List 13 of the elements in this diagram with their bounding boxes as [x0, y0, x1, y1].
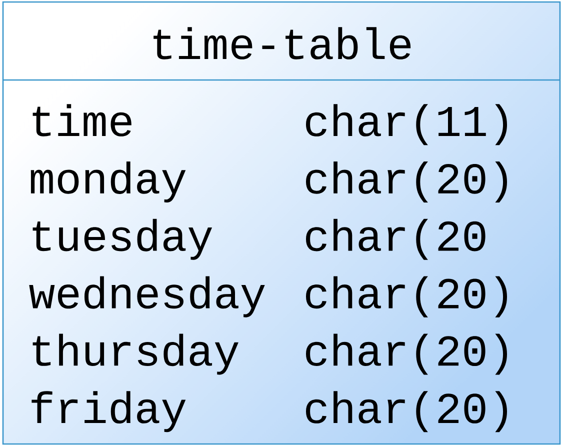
column-name: tuesday [32, 218, 212, 260]
column-name: thursday [32, 334, 238, 375]
column-type: char(11) [306, 104, 507, 146]
column-name: wednesday [29, 276, 265, 318]
column-type: char(20) [306, 334, 507, 375]
column-name: monday [30, 162, 186, 203]
column-type: char(20) [306, 162, 507, 203]
column-name: friday [32, 391, 186, 432]
column-name: time [32, 104, 132, 136]
column-type: char(20) [306, 391, 507, 432]
column-type: char(20 [306, 218, 486, 260]
column-type: char(20) [306, 276, 507, 318]
table-title: time-table [154, 27, 411, 60]
